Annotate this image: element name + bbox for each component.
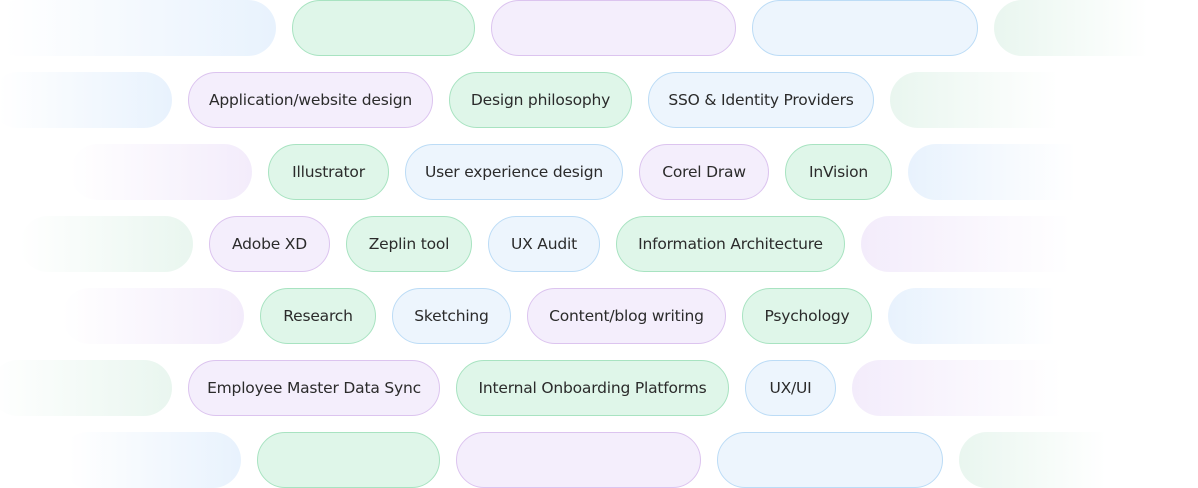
empty-pill	[257, 432, 440, 488]
skill-tag[interactable]: Internal Onboarding Platforms	[456, 360, 729, 416]
skill-tag[interactable]: User experience design	[405, 144, 623, 200]
skill-tag-label: Psychology	[764, 307, 850, 325]
skill-tag[interactable]: Illustrator	[268, 144, 389, 200]
skill-tag-label: InVision	[808, 163, 869, 181]
skill-tag[interactable]: Zeplin tool	[346, 216, 472, 272]
skill-tag[interactable]: InVision	[785, 144, 892, 200]
skill-tag-label: Content/blog writing	[549, 307, 704, 325]
skill-tag[interactable]: Employee Master Data Sync	[188, 360, 440, 416]
skill-tag[interactable]: Design philosophy	[449, 72, 632, 128]
skill-tag-label: Zeplin tool	[368, 235, 450, 253]
skill-tag[interactable]: Research	[260, 288, 376, 344]
skill-tag[interactable]: Psychology	[742, 288, 872, 344]
skill-tag-label: Research	[283, 307, 353, 325]
decorative-pill	[60, 432, 241, 488]
decorative-pill	[62, 288, 244, 344]
skill-tag-label: UX Audit	[511, 235, 577, 253]
skill-tag-label: User experience design	[424, 163, 604, 181]
empty-pill	[717, 432, 943, 488]
decorative-pill	[861, 216, 1161, 272]
skill-tag-label: Adobe XD	[232, 235, 307, 253]
skill-tag-label: SSO & Identity Providers	[668, 91, 854, 109]
decorative-pill	[20, 216, 193, 272]
skill-tag-label: Application/website design	[208, 91, 413, 109]
skill-tag-label: Illustrator	[292, 163, 365, 181]
skill-tag-label: Corel Draw	[662, 163, 746, 181]
empty-pill	[292, 0, 475, 56]
skill-tag[interactable]: UX/UI	[745, 360, 836, 416]
skill-tag-label: Employee Master Data Sync	[207, 379, 421, 397]
empty-pill	[752, 0, 978, 56]
decorative-pill	[994, 0, 1198, 56]
empty-pill	[491, 0, 736, 56]
decorative-pill	[70, 144, 252, 200]
skill-tag[interactable]: UX Audit	[488, 216, 600, 272]
decorative-pill	[852, 360, 1152, 416]
decorative-pill	[0, 360, 172, 416]
decorative-pill	[0, 0, 276, 56]
empty-pill	[456, 432, 701, 488]
skill-tag[interactable]: Application/website design	[188, 72, 433, 128]
skill-tag[interactable]: Sketching	[392, 288, 511, 344]
skill-tag-label: Internal Onboarding Platforms	[478, 379, 707, 397]
decorative-pill	[959, 432, 1169, 488]
skill-tag-label: UX/UI	[769, 379, 812, 397]
decorative-pill	[888, 288, 1128, 344]
skill-tag-label: Sketching	[414, 307, 489, 325]
skill-tag[interactable]: Corel Draw	[639, 144, 769, 200]
skill-tag[interactable]: Information Architecture	[616, 216, 845, 272]
skill-tag[interactable]: Adobe XD	[209, 216, 330, 272]
decorative-pill	[908, 144, 1148, 200]
skill-tag[interactable]: Content/blog writing	[527, 288, 726, 344]
decorative-pill	[0, 72, 172, 128]
skill-tag-label: Information Architecture	[638, 235, 823, 253]
skill-tag[interactable]: SSO & Identity Providers	[648, 72, 874, 128]
decorative-pill	[890, 72, 1130, 128]
skill-tag-label: Design philosophy	[470, 91, 611, 109]
